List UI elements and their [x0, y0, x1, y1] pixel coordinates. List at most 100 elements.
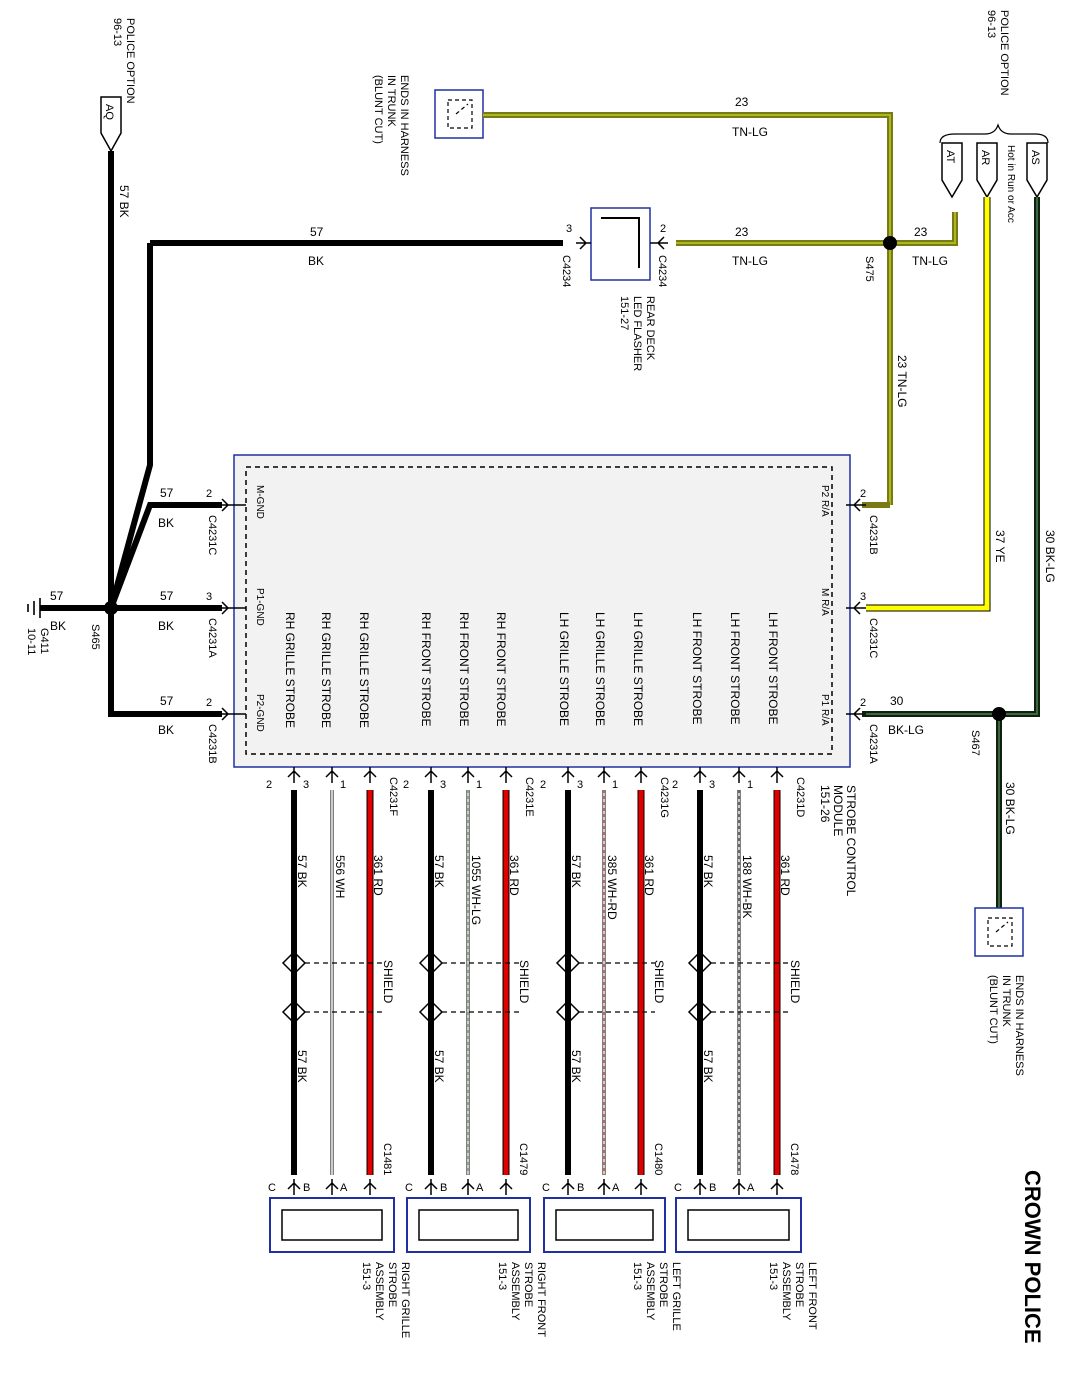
ground-ref: 10-11 — [25, 628, 37, 655]
wire-57-ground-num: 57 — [50, 589, 64, 603]
strobe-bottom-connector-icon — [461, 1179, 475, 1195]
ends-bottom-line3: (BLUNT CUT) — [987, 975, 999, 1044]
module-output-label: LH FRONT STROBE — [766, 612, 780, 724]
wire-tn-lg-b: TN-LG — [732, 254, 768, 268]
module-box — [233, 454, 851, 768]
strobe-assembly-name: ASSEMBLY — [780, 1262, 792, 1321]
strobe-assembly-name: ASSEMBLY — [373, 1262, 385, 1321]
shield-label: SHIELD — [381, 960, 395, 1004]
wire-23-b: 23 — [735, 225, 749, 239]
module-right-pin-number: 2 — [860, 697, 866, 709]
strobe-bottom-pin: C — [674, 1182, 682, 1194]
module-left-pin-number: 2 — [206, 488, 212, 500]
module-right-pin-number: 3 — [860, 591, 866, 603]
wire-tn-lg-c: TN-LG — [912, 254, 948, 268]
wire-bk-label: 57 BK — [295, 855, 309, 888]
wire-37-ye-label: 37 YE — [993, 530, 1007, 562]
wires-tn-lg: 23 TN-LG 23 TN-LG 23 TN-LG S475 23 TN-LG — [483, 95, 958, 508]
module-output-label: RH GRILLE STROBE — [319, 612, 333, 728]
strobe-bottom-pin: A — [612, 1182, 620, 1194]
wire-57-p1gnd-col: BK — [158, 619, 174, 633]
strobe-assembly-name: RIGHT GRILLE — [399, 1262, 411, 1338]
ends-harness-bottom: ENDS IN HARNESS IN TRUNK (BLUNT CUT) — [974, 907, 1025, 1076]
wire-57-flasher-num: 57 — [310, 225, 324, 239]
shield-label: SHIELD — [652, 960, 666, 1004]
wire-57-ground-col: BK — [50, 619, 66, 633]
strobe-assembly-name: ASSEMBLY — [509, 1262, 521, 1321]
strobe-assembly-name: 151-3 — [767, 1262, 779, 1290]
strobe-top-connector-icon — [287, 767, 301, 783]
flasher-conn-left: C4234 — [560, 255, 572, 287]
module-left-connector-icon — [216, 601, 236, 615]
blunt-cut-icon — [987, 917, 1013, 947]
flasher-box — [590, 207, 651, 281]
strobe-assembly-name: STROBE — [793, 1262, 805, 1307]
wire-57-mgnd-col: BK — [158, 516, 174, 530]
module-output-label: RH FRONT STROBE — [457, 612, 471, 726]
strobe-lens-icon — [555, 1209, 654, 1241]
blunt-cut-box-bottom — [974, 907, 1024, 957]
flasher-line3: 151-27 — [618, 296, 630, 330]
module-left-connector-id: C4231C — [206, 515, 218, 555]
strobe-assembly-name: STROBE — [657, 1262, 669, 1307]
wire-57-bk-aq — [108, 151, 222, 717]
strobe-pin-number: 1 — [340, 779, 346, 791]
strobe-pin-number: 3 — [577, 779, 583, 791]
wire-30-bk-lg-stripe — [862, 197, 1038, 715]
police-option-right: POLICE OPTION 96-13 AT AR AS Hot in Run … — [939, 10, 1049, 223]
ground-icon — [27, 598, 41, 618]
strobe-top-connector-icon — [363, 767, 377, 783]
strobe-pin-number: 1 — [747, 779, 753, 791]
wire-23-c: 23 — [914, 225, 928, 239]
wire-red-label: 361 RD — [507, 855, 521, 896]
module-right-connector-icon — [846, 601, 866, 615]
module-left-pin-number: 3 — [206, 591, 212, 603]
module-left-connector-icon — [216, 498, 236, 512]
wire-bk-label: 57 BK — [569, 1050, 583, 1083]
module-output-label: LH FRONT STROBE — [728, 612, 742, 724]
module-left-connector-id: C4231A — [206, 618, 218, 658]
police-option-right-label: POLICE OPTION — [998, 10, 1010, 96]
strobe-bottom-pin: C — [268, 1182, 276, 1194]
strobe-top-connector-icon — [461, 767, 475, 783]
strobe-top-connector-id: C4231G — [658, 777, 670, 818]
strobe-bottom-connector-id: C1481 — [381, 1143, 393, 1175]
blunt-cut-box-top — [434, 89, 484, 139]
wire-30-label: 30 — [890, 694, 904, 708]
flasher-line2: LED FLASHER — [631, 296, 643, 371]
wire-30-bk-lg-vertical-a: 30 BK-LG — [1043, 530, 1057, 583]
wire-bk-label: 57 BK — [432, 855, 446, 888]
splice-s467 — [992, 707, 1006, 721]
wire-30-bk-lg: 30 BK-LG 30 BK-LG S467 30 BK-LG — [862, 197, 1057, 908]
wire-red-label: 361 RD — [371, 855, 385, 896]
strobe-bottom-pin: B — [577, 1182, 584, 1194]
wire-57-mgnd-num: 57 — [160, 486, 174, 500]
strobe-assembly-name: 151-3 — [496, 1262, 508, 1290]
wire-bk-label: 57 BK — [295, 1050, 309, 1083]
strobe-lens-icon — [687, 1209, 790, 1241]
strobe-pin-number: 3 — [709, 779, 715, 791]
strobe-pin-number: 2 — [266, 779, 272, 791]
page-title: CROWN POLICE — [1020, 1170, 1045, 1344]
module-output-label: LH GRILLE STROBE — [631, 612, 645, 726]
strobe-top-connector-icon — [561, 767, 575, 783]
wire-bk-label: 57 BK — [569, 855, 583, 888]
strobe-bottom-pin: A — [476, 1182, 484, 1194]
strobe-top-connector-icon — [693, 767, 707, 783]
wire-57-p2gnd-col: BK — [158, 723, 174, 737]
wire-57-p2gnd-num: 57 — [160, 694, 174, 708]
strobe-bottom-connector-icon — [287, 1179, 301, 1195]
wire-middle-label: 385 WH-RD — [605, 855, 619, 920]
shield-label: SHIELD — [517, 960, 531, 1004]
module-left-pin-label: M-GND — [254, 485, 265, 519]
pin-at-label: AT — [944, 150, 956, 164]
module-output-label: RH FRONT STROBE — [494, 612, 508, 726]
wire-57-bk-mgnd — [108, 502, 222, 610]
wire-23-tn-lg-top — [483, 112, 893, 505]
police-option-left-ref: 96-13 — [111, 18, 123, 46]
wire-37-ye-fill — [866, 197, 990, 611]
strobe-pin-number: 2 — [540, 779, 546, 791]
